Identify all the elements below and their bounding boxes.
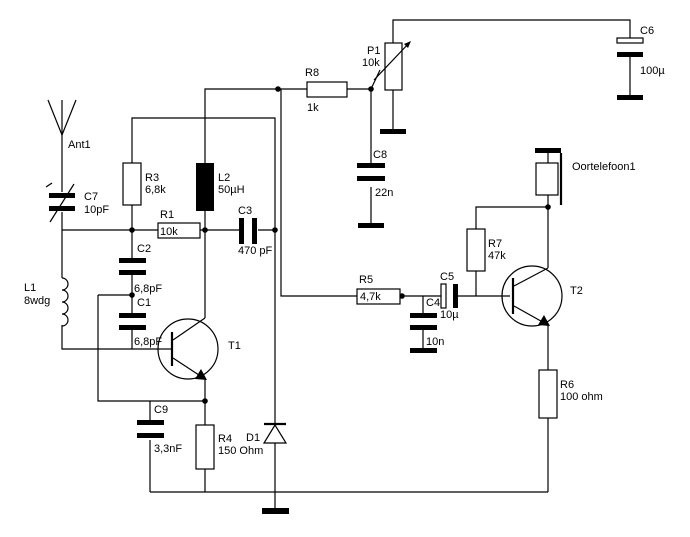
r5-name: R5: [359, 274, 373, 286]
c8-name: C8: [373, 149, 387, 161]
ground-symbols: [262, 95, 643, 514]
earphone-oortelefoon1: Oortelefoon1: [535, 150, 636, 205]
resistor-r3: R3 6,8k: [122, 162, 166, 206]
c7-value: 10pF: [84, 204, 109, 216]
c2-name: C2: [137, 243, 151, 255]
capacitor-c4: C4 10n: [410, 297, 444, 348]
resistor-r8: R8 1k: [305, 67, 348, 114]
c2-value: 6,8pF: [134, 283, 162, 295]
resistor-r4: R4 150 Ohm: [195, 424, 263, 470]
c1-value: 6,8pF: [134, 336, 162, 348]
resistor-r7: R7 47k: [466, 228, 506, 272]
c3-value: 470 pF: [238, 245, 273, 257]
ant1-label: Ant1: [68, 139, 91, 151]
c3-name: C3: [238, 205, 252, 217]
c4-value: 10n: [426, 336, 444, 348]
r3-name: R3: [145, 172, 159, 184]
c5-name: C5: [440, 271, 454, 283]
r8-value: 1k: [307, 102, 319, 114]
capacitor-c2: C2 6,8pF: [119, 243, 162, 295]
l1-name: L1: [24, 282, 36, 294]
transistor-t2: T2: [501, 265, 583, 327]
c7-name: C7: [84, 191, 98, 203]
r6-name: R6: [560, 379, 574, 391]
capacitor-c8: C8 22n: [357, 149, 393, 199]
r4-name: R4: [218, 433, 232, 445]
inductor-l1: L1 8wdg: [24, 277, 69, 327]
resistor-r6: R6 100 ohm: [538, 369, 603, 419]
r3-value: 6,8k: [145, 184, 166, 196]
r8-name: R8: [305, 67, 319, 79]
potentiometer-p1: P1 10k: [362, 41, 411, 91]
r7-value: 47k: [488, 250, 506, 262]
inductor-l2: L2 50µH: [196, 163, 245, 211]
resistor-r1: R1 10k: [157, 209, 201, 239]
t2-name: T2: [570, 285, 583, 297]
resistor-r5: R5 4,7k: [356, 274, 401, 305]
p1-name: P1: [367, 45, 380, 57]
r4-value: 150 Ohm: [218, 445, 263, 457]
r5-value: 4,7k: [360, 291, 381, 303]
r1-name: R1: [160, 209, 174, 221]
l1-value: 8wdg: [24, 295, 50, 307]
capacitor-c5: C5 10µ: [440, 271, 459, 321]
capacitor-c9: C9 3,3nF: [137, 404, 182, 455]
junctions: [129, 86, 551, 404]
l2-name: L2: [218, 172, 230, 184]
c5-value: 10µ: [440, 309, 459, 321]
transistor-t1: T1: [157, 308, 241, 380]
r1-value: 10k: [160, 226, 178, 238]
d1-name: D1: [246, 432, 260, 444]
l2-value: 50µH: [218, 184, 245, 196]
capacitor-c3: C3 470 pF: [238, 205, 273, 257]
c6-value: 100µ: [640, 65, 665, 77]
t1-name: T1: [228, 340, 241, 352]
p1-value: 10k: [362, 57, 380, 69]
capacitor-c7: C7 10pF: [45, 182, 109, 223]
c4-name: C4: [426, 297, 440, 309]
c9-name: C9: [154, 404, 168, 416]
diode-d1: D1: [246, 422, 288, 444]
c8-value: 22n: [375, 187, 393, 199]
antenna-ant1: Ant1: [47, 99, 91, 151]
capacitor-c1: C1 6,8pF: [119, 297, 162, 348]
r6-value: 100 ohm: [560, 391, 603, 403]
c9-value: 3,3nF: [154, 443, 182, 455]
c6-name: C6: [640, 25, 654, 37]
r7-name: R7: [488, 238, 502, 250]
earphone-name: Oortelefoon1: [572, 161, 636, 173]
capacitor-c6: C6 100µ: [616, 25, 665, 95]
c1-name: C1: [137, 297, 151, 309]
